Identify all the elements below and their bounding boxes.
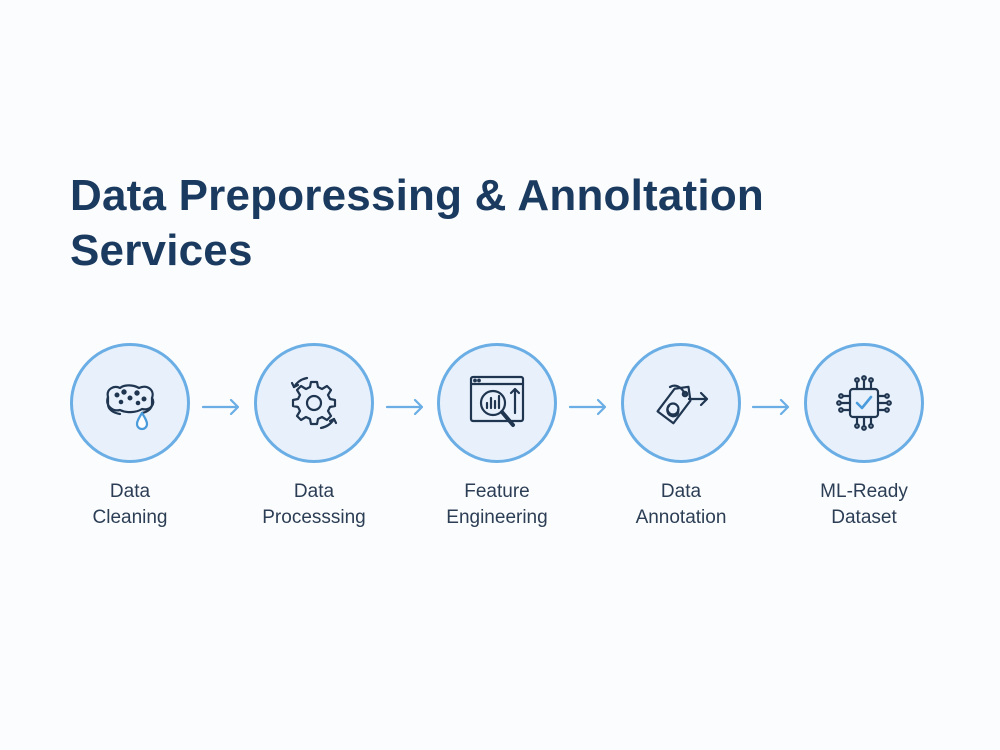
- step-label: Data Processsing: [262, 481, 366, 528]
- magnifier-chart-icon: [469, 375, 525, 427]
- step-circle: [254, 343, 374, 463]
- step-label: Feature Engineering: [446, 481, 548, 528]
- step-circle: [70, 343, 190, 463]
- sponge-icon: [106, 384, 155, 431]
- arrow-right-icon: [750, 397, 792, 417]
- chip-check-icon: [836, 375, 892, 431]
- step-label: ML-Ready Dataset: [820, 481, 908, 528]
- tag-arrow-icon: [656, 384, 709, 425]
- gear-cycle-icon: [290, 376, 338, 430]
- step-circle: [804, 343, 924, 463]
- arrow-right-icon: [200, 397, 242, 417]
- step-label: Data Annotation: [635, 481, 727, 528]
- arrow-right-icon: [384, 397, 426, 417]
- page-title: Data Preporessing & Annoltation Services: [70, 171, 764, 275]
- arrow-right-icon: [567, 397, 609, 417]
- step-circle: [621, 343, 741, 463]
- step-circle: [437, 343, 557, 463]
- step-label: Data Cleaning: [92, 481, 168, 528]
